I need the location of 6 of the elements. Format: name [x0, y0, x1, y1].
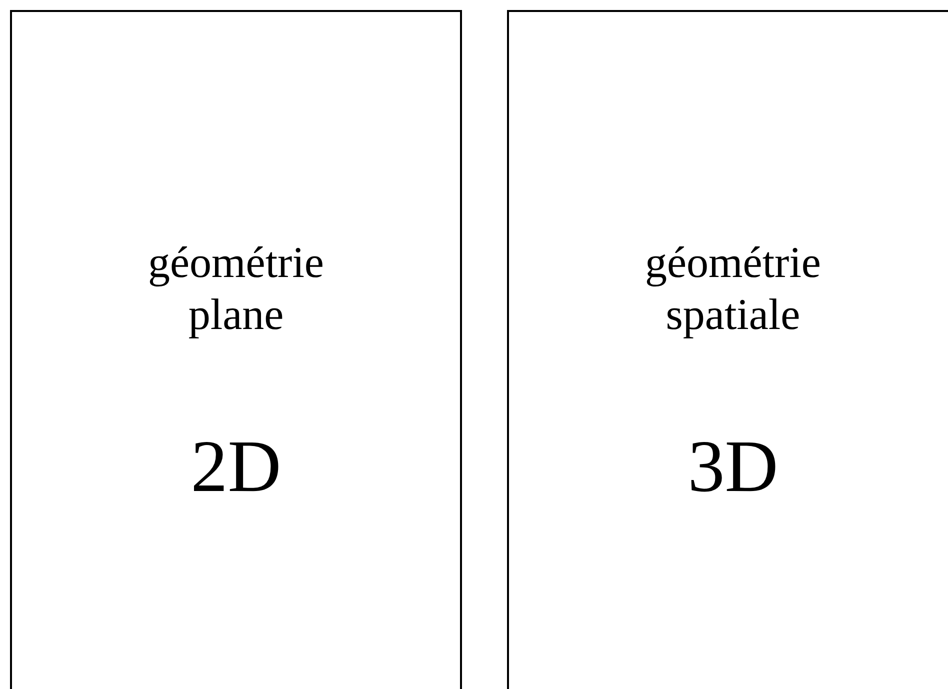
panel-heading: géométrie plane [147, 237, 325, 341]
text-panel [507, 10, 948, 689]
text-panel [10, 10, 462, 689]
panel-heading: géométrie spatiale [644, 237, 822, 341]
dimension-label: 3D [688, 427, 778, 507]
dimension-label: 2D [190, 427, 282, 507]
